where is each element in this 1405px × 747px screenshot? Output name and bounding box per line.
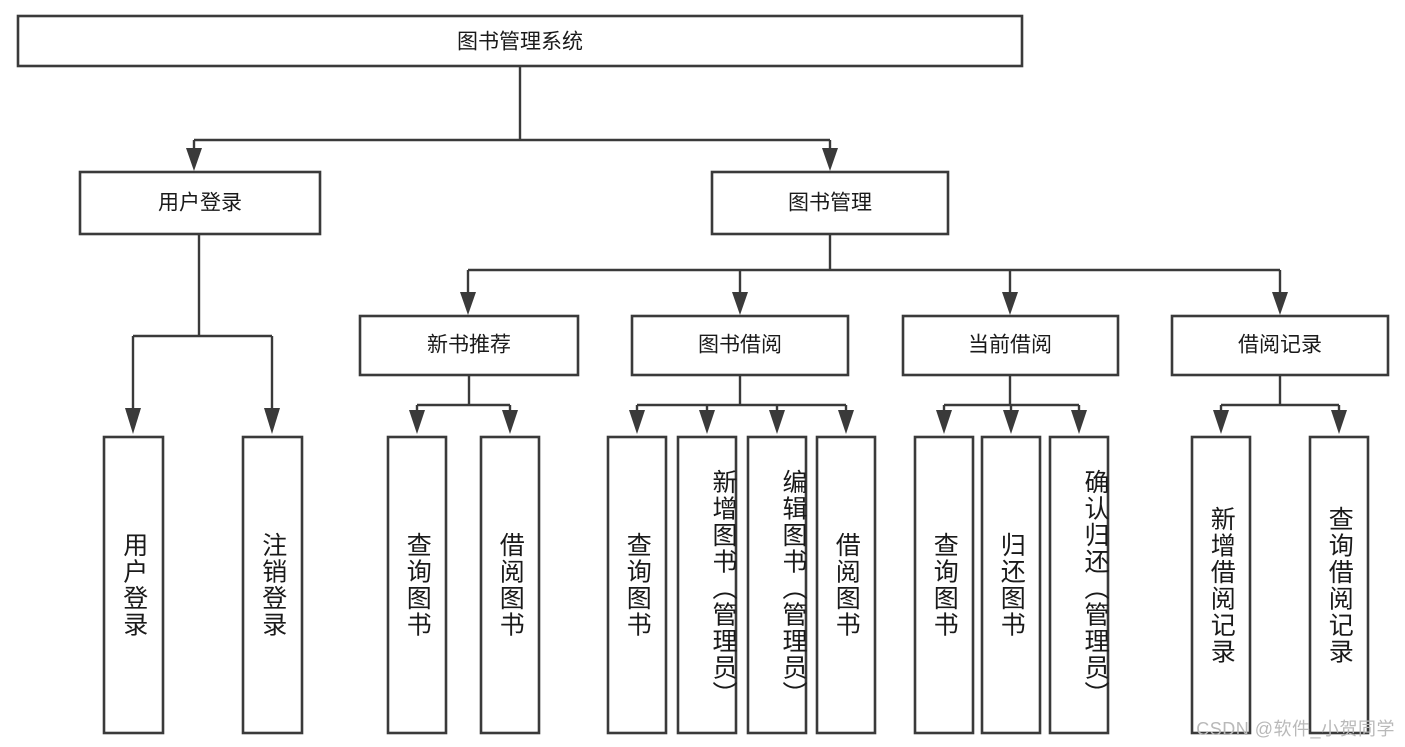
node-new-book-recommend[interactable]: 新书推荐 [358, 314, 580, 377]
node-root-label: 图书管理系统 [457, 31, 583, 54]
node-root[interactable]: 图书管理系统 [16, 14, 1024, 68]
node-new-book-recommend-rect[interactable] [358, 314, 580, 377]
leaf-user-login-rect[interactable] [102, 435, 165, 735]
node-user-login-rect[interactable] [78, 170, 322, 236]
node-current-borrow-rect[interactable] [901, 314, 1120, 377]
node-new-book-recommend-label: 新书推荐 [427, 334, 511, 357]
arrow-head-leaf-query-book-3 [936, 410, 952, 434]
node-current-borrow-label: 当前借阅 [968, 334, 1052, 357]
arrow-head-leaf-query-book-1 [409, 410, 425, 434]
arrow-head-leaf-user-login [125, 408, 141, 434]
leaf-borrow-book-1-rect[interactable] [479, 435, 541, 735]
node-book-borrow-rect[interactable] [630, 314, 850, 377]
node-layer: 图书管理系统 用户登录 图书管理 新书推荐 图书借阅 [16, 14, 1390, 735]
node-current-borrow[interactable]: 当前借阅 [901, 314, 1120, 377]
arrow-head-borrow-record [1272, 292, 1288, 315]
connector-layer [125, 66, 1347, 434]
leaf-query-book-1-rect[interactable] [386, 435, 448, 735]
arrow-head-leaf-query-record [1331, 410, 1347, 434]
node-borrow-record-label: 借阅记录 [1238, 334, 1322, 357]
arrow-head-leaf-user-logout [264, 408, 280, 434]
node-book-manage-label: 图书管理 [788, 192, 872, 215]
node-borrow-record-rect[interactable] [1170, 314, 1390, 377]
node-book-borrow-label: 图书借阅 [698, 334, 782, 357]
arrow-head-new-book-recommend [460, 292, 476, 315]
arrow-head-leaf-borrow-book-2 [838, 410, 854, 434]
arrow-head-user-login [186, 148, 202, 171]
node-book-manage[interactable]: 图书管理 [710, 170, 950, 236]
leaf-confirm-return-rect[interactable] [1048, 435, 1110, 735]
node-user-login[interactable]: 用户登录 [78, 170, 322, 236]
leaf-user-logout-rect[interactable] [241, 435, 304, 735]
arrow-head-current-borrow [1002, 292, 1018, 315]
node-borrow-record[interactable]: 借阅记录 [1170, 314, 1390, 377]
leaf-query-record-rect[interactable] [1308, 435, 1370, 735]
leaf-query-book-3-rect[interactable] [913, 435, 975, 735]
arrow-head-leaf-query-book-2 [629, 410, 645, 434]
node-root-rect[interactable] [16, 14, 1024, 68]
node-user-login-label: 用户登录 [158, 192, 242, 215]
leaf-query-book-2-rect[interactable] [606, 435, 668, 735]
arrow-head-leaf-return-book [1003, 410, 1019, 434]
node-book-borrow[interactable]: 图书借阅 [630, 314, 850, 377]
arrow-head-book-borrow [732, 292, 748, 315]
leaf-add-book-rect[interactable] [676, 435, 738, 735]
arrow-head-book-manage [822, 148, 838, 171]
leaf-borrow-book-2-rect[interactable] [815, 435, 877, 735]
arrow-head-leaf-add-book [699, 410, 715, 434]
arrow-head-leaf-edit-book [769, 410, 785, 434]
leaf-add-record-rect[interactable] [1190, 435, 1252, 735]
arrow-head-leaf-add-record [1213, 410, 1229, 434]
watermark-text: CSDN @软件_小贺同学 [1196, 719, 1395, 739]
arrow-head-leaf-borrow-book-1 [502, 410, 518, 434]
leaf-edit-book-rect[interactable] [746, 435, 808, 735]
leaf-return-book-rect[interactable] [980, 435, 1042, 735]
node-book-manage-rect[interactable] [710, 170, 950, 236]
arrow-head-leaf-confirm-return [1071, 410, 1087, 434]
